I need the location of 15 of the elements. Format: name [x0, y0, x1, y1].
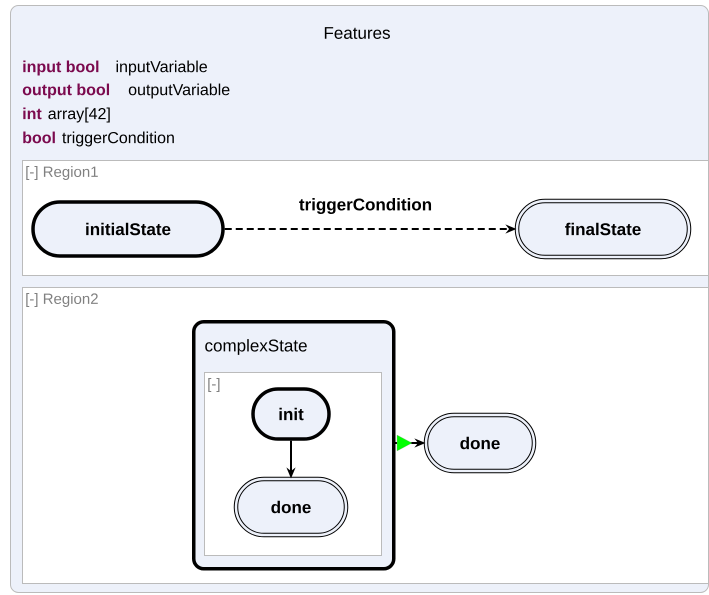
- state: done: [234, 476, 348, 538]
- declaration: bool triggerCondition: [23, 132, 174, 146]
- state: initialState: [31, 200, 225, 258]
- region-label: [-]: [208, 378, 220, 392]
- edge-label: triggerCondition: [298, 197, 434, 215]
- declaration: input bool inputVariable: [23, 60, 207, 76]
- declaration: output bool outputVariable: [22, 84, 230, 98]
- state-name: complexState: [205, 339, 307, 355]
- heading: Features: [324, 27, 390, 39]
- declaration: int array[42]: [23, 108, 110, 122]
- state: done: [424, 412, 536, 474]
- state: init: [251, 387, 331, 441]
- state: finalState: [514, 198, 692, 260]
- region-label: [-] Region1: [26, 166, 98, 180]
- region-label: [-] Region2: [26, 293, 98, 307]
